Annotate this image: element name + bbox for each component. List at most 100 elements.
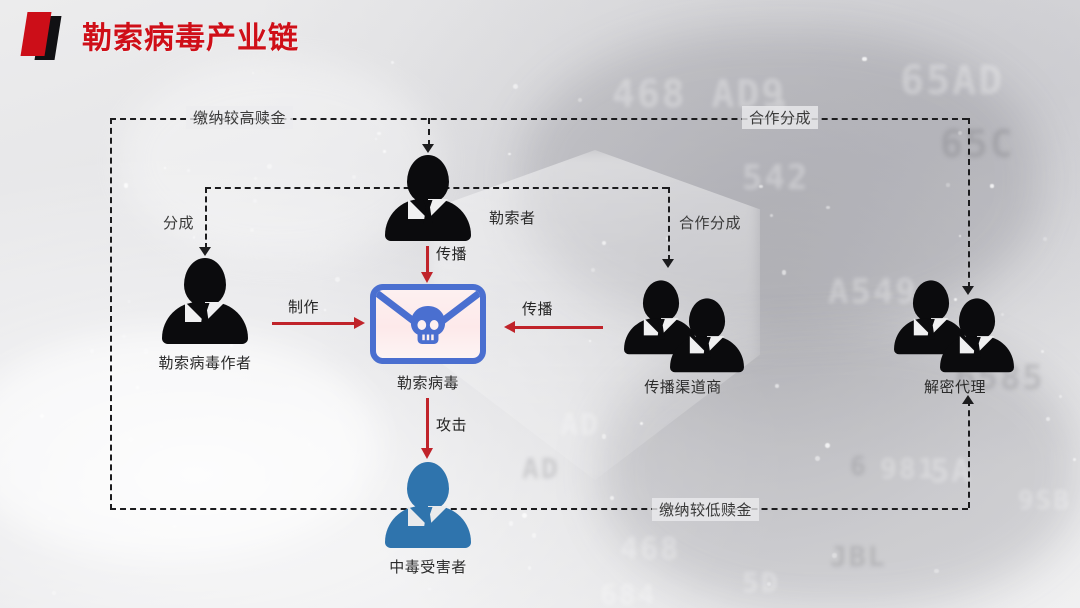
node-label-decrypt-agent: 解密代理 [923,379,986,396]
background-spark [531,533,537,539]
label-spread-top: 传播 [436,246,468,263]
background-spark [129,437,134,442]
background-spark [127,300,131,304]
background-spark [577,98,583,103]
background-digit: 65AD [900,58,1005,104]
background-spark [123,183,129,188]
connector-inner-left [205,187,207,249]
background-spark [825,442,831,448]
label-coop-share-top: 合作分成 [742,106,819,129]
node-label-virus-author: 勒索病毒作者 [158,355,252,372]
background-spark [588,340,591,343]
background-spark [164,167,167,170]
background-spark [374,138,378,141]
background-spark [609,495,615,501]
background-spark [254,176,258,180]
background-digit: 468 [620,532,681,567]
connector-high-ransom-top [110,118,968,120]
slide-title: 勒索病毒产业链 [20,12,299,60]
background-spark [1040,350,1044,354]
node-virus-author[interactable]: 勒索病毒作者 [158,258,251,372]
label-make: 制作 [288,299,320,316]
background-spark [990,184,994,188]
arrow-make [272,322,356,325]
background-spark [312,182,316,186]
arrowhead-to-decrypt-agent-top [962,286,974,295]
label-low-ransom: 缴纳较低赎金 [652,498,760,521]
arrowhead-to-decrypt-agent-bottom [962,395,974,404]
background-spark [307,443,311,446]
connector-outer-left [110,118,112,510]
connector-outer-right-lower [968,400,970,508]
background-spark [110,510,113,513]
connector-inner-right [668,187,670,261]
background-spark [946,183,950,187]
background-spark [192,236,196,239]
arrowhead-spread-top [421,272,433,283]
background-spark [377,131,381,135]
background-spark [508,152,511,156]
arrowhead-spread-right [504,321,515,333]
background-spark [39,413,45,419]
connector-outer-right [968,118,970,288]
background-digit: 5A [930,452,973,490]
person-icon [385,462,471,550]
arrow-attack [426,398,429,450]
node-label-victim: 中毒受害者 [389,559,467,576]
envelope-skull-icon [370,284,486,364]
background-spark [250,228,255,232]
background-spark [251,71,255,74]
connector-to-extortionist [428,118,430,146]
title-accent-mark [20,12,66,60]
background-spark [774,384,779,389]
background-digit: JBL [830,540,887,573]
background-digit: AD [522,452,560,485]
node-label-extortionist: 勒索者 [489,210,536,227]
node-extortionist[interactable]: 勒索者 [385,155,535,243]
arrowhead-to-extortionist [422,144,434,153]
background-spark [527,566,531,570]
node-label-channel-dealer: 传播渠道商 [644,379,722,396]
background-spark [770,214,774,218]
arrow-spread-right [515,326,603,329]
background-spark [136,385,140,389]
background-spark [1045,417,1050,422]
background-digit: 9SB [1018,486,1071,516]
background-spark [90,348,95,353]
background-spark [1058,394,1063,399]
background-digit: 5D [742,566,780,599]
background-spark [591,267,596,272]
background-spark [815,456,821,462]
label-high-ransom: 缴纳较高赎金 [186,106,294,129]
background-spark [122,334,126,339]
node-label-ransomware: 勒索病毒 [396,375,459,392]
background-digit: 65C [940,122,1015,166]
person-icon [624,280,698,356]
background-spark [383,149,387,153]
arrow-spread-top [426,246,429,274]
node-victim[interactable]: 中毒受害者 [385,462,471,576]
background-spark [324,309,327,312]
label-coop-share-mid: 合作分成 [679,215,742,232]
background-digit: 6 [850,452,868,482]
background-spark [862,56,867,62]
person-icon [940,298,1014,374]
label-spread-right: 传播 [522,301,554,318]
background-spark [159,444,163,448]
background-spark [522,512,528,518]
background-spark [831,553,837,558]
background-spark [826,205,830,210]
background-spark [1042,236,1047,242]
background-spark [351,174,357,180]
person-icon [162,258,248,346]
background-spark [601,241,606,246]
background-spark [1073,457,1076,461]
background-digit: AD [560,408,601,443]
page-title: 勒索病毒产业链 [82,21,299,56]
arrowhead-to-virus-author [199,247,211,256]
person-icon [670,298,744,374]
background-spark [512,84,518,90]
background-spark [266,164,272,170]
background-spark [187,168,190,172]
